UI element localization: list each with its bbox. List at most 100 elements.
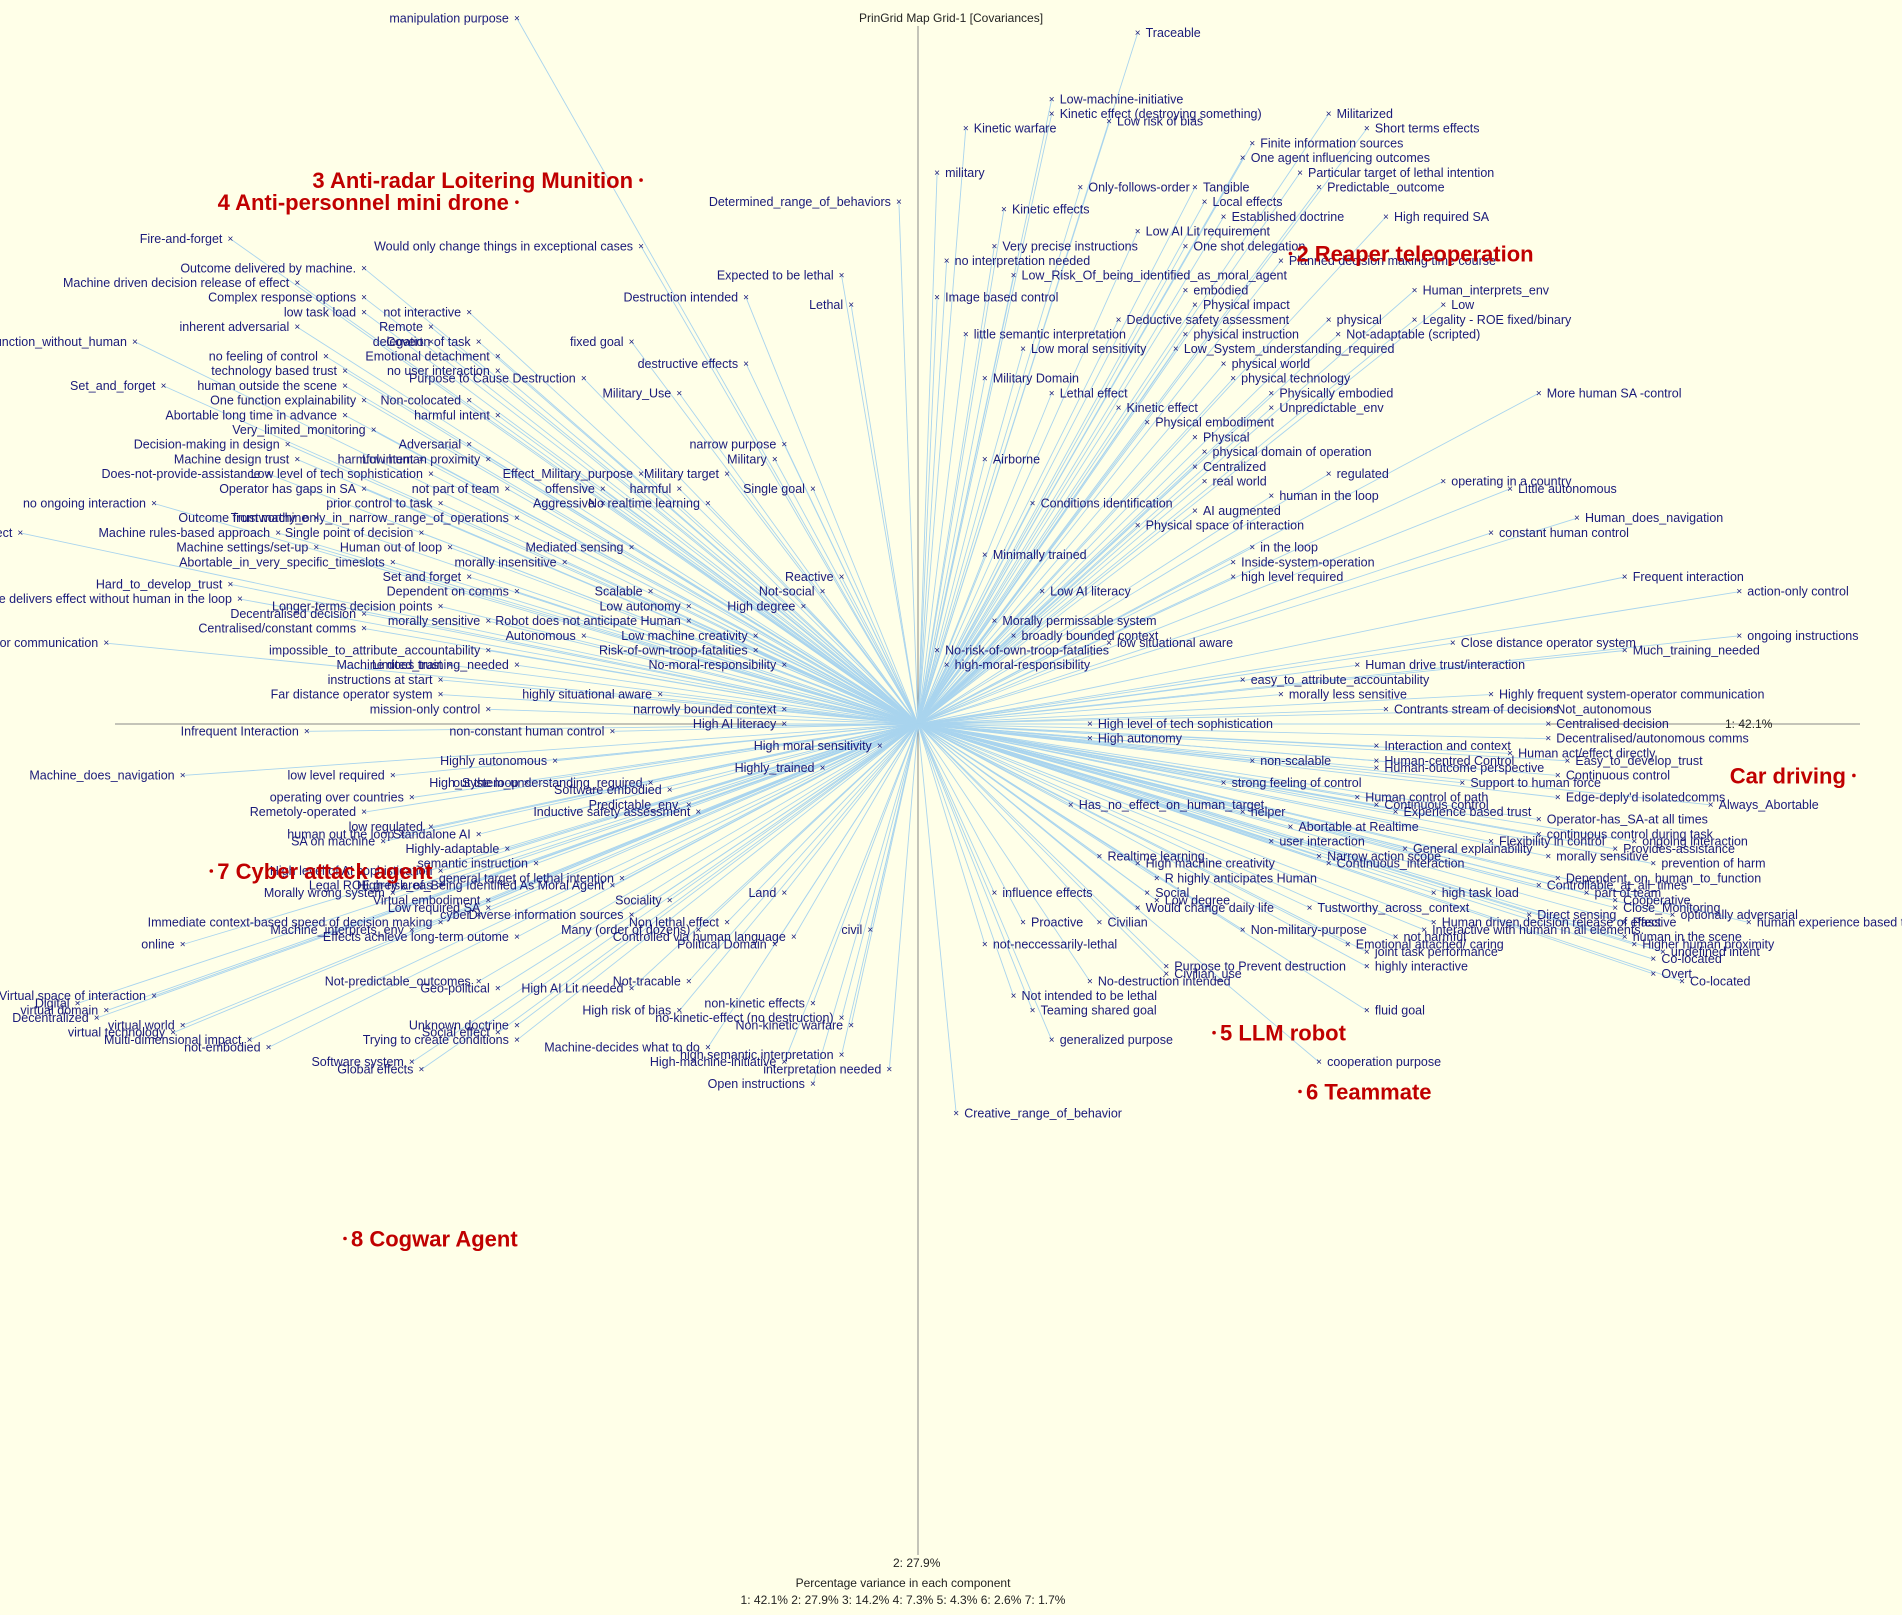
construct-label: Very precise instructions bbox=[1002, 239, 1137, 253]
construct-label: Conditions identification bbox=[1041, 497, 1173, 511]
construct-label: High_System_understanding_required bbox=[429, 776, 642, 790]
construct-label: Tangible bbox=[1203, 180, 1250, 194]
construct-point-mark: × bbox=[676, 484, 682, 495]
construct-ray bbox=[841, 723, 919, 1055]
construct-point-mark: × bbox=[438, 917, 444, 928]
construct-label: Outcome delivered by machine. bbox=[180, 261, 356, 275]
construct-label: Low Frequency of system operator communi… bbox=[0, 636, 98, 650]
construct-point-mark: × bbox=[705, 499, 711, 510]
construct-point-mark: × bbox=[1507, 748, 1513, 759]
construct-ray bbox=[602, 488, 919, 725]
construct-point-mark: × bbox=[1202, 197, 1208, 208]
construct-label: highly situational aware bbox=[522, 688, 652, 702]
construct-point-mark: × bbox=[1412, 285, 1418, 296]
construct-point-mark: × bbox=[1221, 778, 1227, 789]
construct-label: Abortable long time in advance bbox=[165, 408, 337, 422]
construct-ray bbox=[363, 267, 919, 725]
construct-point-mark: × bbox=[1297, 168, 1303, 179]
construct-label: Civilian bbox=[1107, 915, 1147, 929]
construct-label: Fire-and-forget bbox=[140, 232, 223, 246]
construct-point-mark: × bbox=[323, 352, 329, 363]
construct-point-mark: × bbox=[1326, 469, 1332, 480]
construct-label: human out the loop bbox=[287, 827, 394, 841]
construct-label: Finite information sources bbox=[1260, 136, 1403, 150]
construct-label: not harmful bbox=[1404, 930, 1467, 944]
construct-label: Adversarial bbox=[399, 438, 462, 452]
construct-label: harmful bbox=[630, 482, 672, 496]
construct-label: High-risk_of_Being Identified As Moral A… bbox=[357, 879, 605, 893]
construct-ray bbox=[268, 723, 919, 1048]
construct-point-mark: × bbox=[227, 234, 233, 245]
construct-label: Unpredictable_env bbox=[1279, 401, 1384, 415]
construct-label: Short terms effects bbox=[1375, 122, 1480, 136]
construct-point-mark: × bbox=[648, 587, 654, 598]
construct-ray bbox=[917, 723, 1749, 923]
construct-ray bbox=[917, 723, 1539, 820]
construct-ray bbox=[917, 334, 967, 725]
construct-label: physical world bbox=[1232, 357, 1311, 371]
construct-ray bbox=[755, 635, 919, 725]
element-label: 3 Anti-radar Loitering Munition bbox=[312, 168, 633, 193]
construct-point-mark: × bbox=[1373, 800, 1379, 811]
construct-ray bbox=[917, 723, 1616, 909]
construct-point-mark: × bbox=[361, 623, 367, 634]
construct-ray bbox=[20, 532, 919, 725]
construct-ray bbox=[449, 547, 919, 725]
construct-point-mark: × bbox=[438, 690, 444, 701]
construct-label: Very_limited_monitoring bbox=[232, 423, 365, 437]
construct-point-mark: × bbox=[1001, 205, 1007, 216]
construct-point-mark: × bbox=[313, 543, 319, 554]
construct-point-mark: × bbox=[953, 1109, 959, 1120]
construct-label: Purpose to Prevent destruction bbox=[1174, 960, 1346, 974]
construct-point-mark: × bbox=[361, 396, 367, 407]
construct-label: helper bbox=[1251, 805, 1286, 819]
construct-point-mark: × bbox=[1545, 851, 1551, 862]
construct-ray bbox=[297, 326, 919, 725]
construct-label: high task load bbox=[1442, 886, 1519, 900]
construct-label: high semantic interpretation bbox=[680, 1048, 834, 1062]
construct-ray bbox=[917, 708, 1549, 725]
construct-point-mark: × bbox=[1354, 793, 1360, 804]
construct-point-mark: × bbox=[75, 998, 81, 1009]
construct-point-mark: × bbox=[1316, 851, 1322, 862]
construct-point-mark: × bbox=[1135, 227, 1141, 238]
construct-ray bbox=[841, 275, 919, 725]
construct-label: military bbox=[945, 166, 985, 180]
construct-point-mark: × bbox=[485, 454, 491, 465]
construct-label: Far distance operator system bbox=[271, 688, 433, 702]
construct-label: Machine delivers effect without human in… bbox=[0, 592, 232, 606]
construct-point-mark: × bbox=[1163, 962, 1169, 973]
construct-point-mark: × bbox=[1278, 690, 1284, 701]
construct-label: Digital bbox=[35, 996, 70, 1010]
construct-point-mark: × bbox=[1087, 719, 1093, 730]
construct-ray bbox=[822, 591, 919, 725]
construct-ray bbox=[917, 694, 1492, 725]
construct-point-mark: × bbox=[1345, 940, 1351, 951]
construct-label: No realtime learning bbox=[588, 497, 700, 511]
construct-label: Direct sensing bbox=[1537, 908, 1616, 922]
construct-ray bbox=[497, 370, 919, 725]
element-label: 8 Cogwar Agent bbox=[351, 1227, 518, 1252]
construct-ray bbox=[411, 723, 919, 1063]
construct-ray bbox=[106, 642, 919, 725]
construct-label: Planned decision making time course bbox=[1289, 254, 1496, 268]
construct-ray bbox=[917, 723, 957, 1114]
construct-ray bbox=[726, 473, 919, 725]
construct-point-mark: × bbox=[1545, 734, 1551, 745]
construct-label: Political Domain bbox=[677, 938, 767, 952]
construct-point-mark: × bbox=[514, 660, 520, 671]
element-point bbox=[1298, 1089, 1302, 1094]
construct-label: One function explainability bbox=[210, 394, 357, 408]
construct-point-mark: × bbox=[1708, 800, 1714, 811]
construct-ray bbox=[383, 723, 919, 843]
construct-label: Little autonomous bbox=[1518, 482, 1617, 496]
construct-label: Would change daily life bbox=[1146, 901, 1274, 915]
construct-ray bbox=[344, 385, 919, 725]
construct-point-mark: × bbox=[1202, 476, 1208, 487]
construct-label: Low autonomy bbox=[599, 599, 681, 613]
construct-point-mark: × bbox=[1249, 138, 1255, 149]
construct-label: Low required SA bbox=[388, 901, 481, 915]
construct-point-mark: × bbox=[1612, 895, 1618, 906]
construct-ray bbox=[917, 113, 1330, 725]
construct-point-mark: × bbox=[390, 888, 396, 899]
